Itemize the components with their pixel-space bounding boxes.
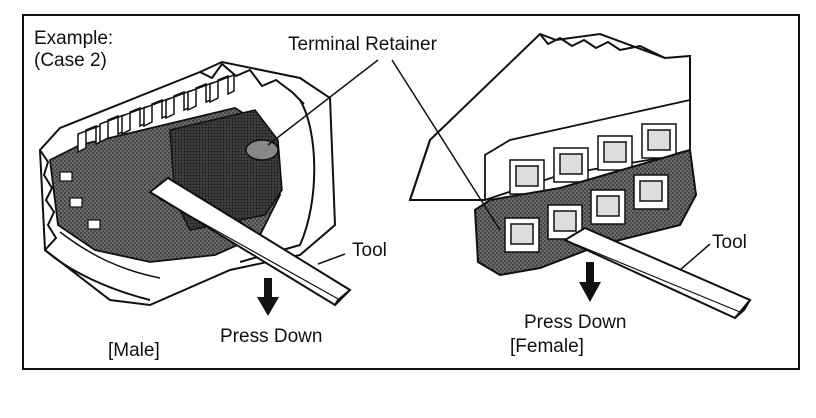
example-title: Example: <box>34 28 114 49</box>
female-tool-label: Tool <box>712 232 747 253</box>
leader-lines <box>267 59 711 271</box>
female-press-arrow <box>579 262 601 302</box>
female-caption: [Female] <box>510 336 584 357</box>
male-connector <box>38 60 352 316</box>
male-press-down-label: Press Down <box>220 326 323 347</box>
female-press-down-label: Press Down <box>524 312 627 333</box>
terminal-retainer-label: Terminal Retainer <box>288 34 437 55</box>
female-upper-terminals <box>509 123 677 195</box>
male-tool-label: Tool <box>352 240 387 261</box>
female-lower-terminals <box>504 174 669 253</box>
example-case: (Case 2) <box>34 50 107 71</box>
male-press-arrow <box>257 278 279 316</box>
female-connector <box>408 32 752 320</box>
male-caption: [Male] <box>108 340 160 361</box>
